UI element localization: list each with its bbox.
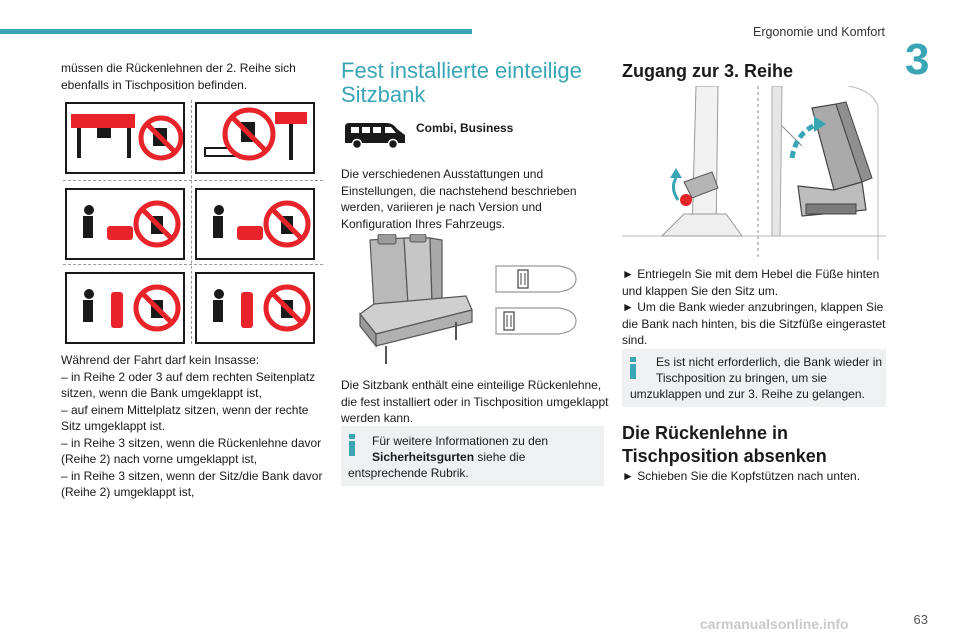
text-line: die Bank nach hinten, bis die Sitzfüße e… bbox=[622, 316, 886, 331]
info-line-rest: siehe die bbox=[474, 450, 526, 464]
heading-fixed-bench: Fest installierte einteilige Sitzbank bbox=[341, 59, 605, 107]
text-line: sitzen, wenn die Bank umgeklappt ist, bbox=[61, 386, 262, 400]
text-line: Die verschiedenen Ausstattungen und bbox=[341, 167, 544, 181]
chapter-number: 3 bbox=[905, 35, 930, 84]
heading-lower-backrest: Die Rückenlehne in Tischposition absenke… bbox=[622, 422, 886, 468]
heading-line: Sitzbank bbox=[341, 82, 426, 107]
text-line: werden, variieren je nach Version und bbox=[341, 200, 542, 214]
text-line: – in Reihe 3 sitzen, wenn die Rückenlehn… bbox=[61, 435, 322, 450]
divider bbox=[63, 180, 323, 181]
text-line: Einstellungen, die nachstehend beschrieb… bbox=[341, 183, 577, 198]
text-line: werden kann. bbox=[341, 411, 414, 425]
col1-intro: müssen die Rückenlehnen der 2. Reihe sic… bbox=[61, 60, 323, 93]
text-line: müssen die Rückenlehnen der 2. Reihe sic… bbox=[61, 61, 296, 75]
text-line: – auf einem Mittelplatz sitzen, wenn der… bbox=[61, 402, 309, 417]
text-line: sind. bbox=[622, 333, 648, 347]
col2-intro: Die verschiedenen Ausstattungen und Eins… bbox=[341, 166, 605, 232]
text-line: (Reihe 2) umgeklappt ist, bbox=[61, 485, 195, 499]
pictogram-fold-seat-forbidden bbox=[195, 188, 315, 260]
van-topview-diagram bbox=[492, 306, 578, 336]
text-line: – in Reihe 3 sitzen, wenn der Sitz/die B… bbox=[61, 468, 323, 483]
heading-third-row-access: Zugang zur 3. Reihe bbox=[622, 61, 794, 81]
text-line: die fest installiert oder in Tischpositi… bbox=[341, 394, 609, 409]
pictogram-backrest-forbidden bbox=[195, 272, 315, 344]
text-line: Sitz umgeklappt ist. bbox=[61, 419, 166, 433]
header-accent-bar bbox=[0, 29, 472, 34]
watermark: carmanualsonline.info bbox=[700, 616, 849, 632]
info-box-seatbelts: Für weitere Informationen zu den Sicherh… bbox=[341, 426, 604, 486]
col1-occupant-rules: Während der Fahrt darf kein Insasse: – i… bbox=[61, 352, 323, 501]
info-line: Es ist nicht erforderlich, die Bank wied… bbox=[656, 355, 883, 369]
text-line: ► Entriegeln Sie mit dem Hebel die Füße … bbox=[622, 267, 880, 281]
pictogram-backrest-forbidden bbox=[65, 272, 185, 344]
info-icon bbox=[630, 357, 636, 379]
text-line: und klappen Sie den Sitz um. bbox=[622, 283, 779, 298]
section-title: Ergonomie und Komfort bbox=[752, 25, 885, 39]
info-link-seatbelts: Sicherheitsgurten bbox=[372, 450, 475, 464]
page-number: 63 bbox=[913, 612, 928, 627]
text-line: ebenfalls in Tischposition befinden. bbox=[61, 77, 248, 92]
pictogram-table-seat-forbidden bbox=[195, 102, 315, 174]
pictogram-fold-seat-forbidden bbox=[65, 188, 185, 260]
info-icon bbox=[349, 434, 355, 456]
info-line: entsprechende Rubrik. bbox=[348, 466, 469, 480]
bench-seat-illustration bbox=[356, 233, 476, 368]
text-line: – in Reihe 2 oder 3 auf dem rechten Seit… bbox=[61, 369, 316, 384]
text-line: Die Sitzbank enthält eine einteilige Rüc… bbox=[341, 378, 602, 392]
prohibition-pictograms bbox=[63, 100, 323, 344]
heading-line: Fest installierte einteilige bbox=[341, 58, 582, 83]
version-label: Combi, Business bbox=[416, 121, 514, 135]
van-icon bbox=[341, 119, 409, 150]
heading-line: Tischposition absenken bbox=[622, 446, 827, 466]
text-line: ► Um die Bank wieder anzubringen, klappe… bbox=[622, 300, 884, 314]
info-line: Für weitere Informationen zu den bbox=[372, 434, 549, 448]
text-line: (Reihe 2) nach vorne umgeklappt ist, bbox=[61, 452, 258, 466]
text-line: Während der Fahrt darf kein Insasse: bbox=[61, 353, 260, 367]
info-line: Sicherheitsgurten siehe die bbox=[372, 449, 525, 466]
info-box-table-position: Es ist nicht erforderlich, die Bank wied… bbox=[622, 349, 886, 407]
seat-fold-illustration bbox=[622, 85, 886, 260]
divider bbox=[191, 100, 192, 344]
text-line: Konfiguration Ihres Fahrzeugs. bbox=[341, 216, 506, 231]
pictogram-table-seat-forbidden bbox=[65, 102, 185, 174]
step-headrests: ► Schieben Sie die Kopfstützen nach unte… bbox=[622, 469, 861, 483]
heading-line: Die Rückenlehne in bbox=[622, 423, 789, 443]
van-topview-diagram bbox=[492, 264, 578, 294]
col2-bench-description: Die Sitzbank enthält eine einteilige Rüc… bbox=[341, 377, 609, 427]
info-line: Tischposition zu bringen, um sie bbox=[656, 371, 827, 385]
divider bbox=[63, 264, 323, 265]
col3-steps: ► Entriegeln Sie mit dem Hebel die Füße … bbox=[622, 266, 886, 349]
info-line: umzuklappen und zur 3. Reihe zu gelangen… bbox=[630, 387, 865, 401]
